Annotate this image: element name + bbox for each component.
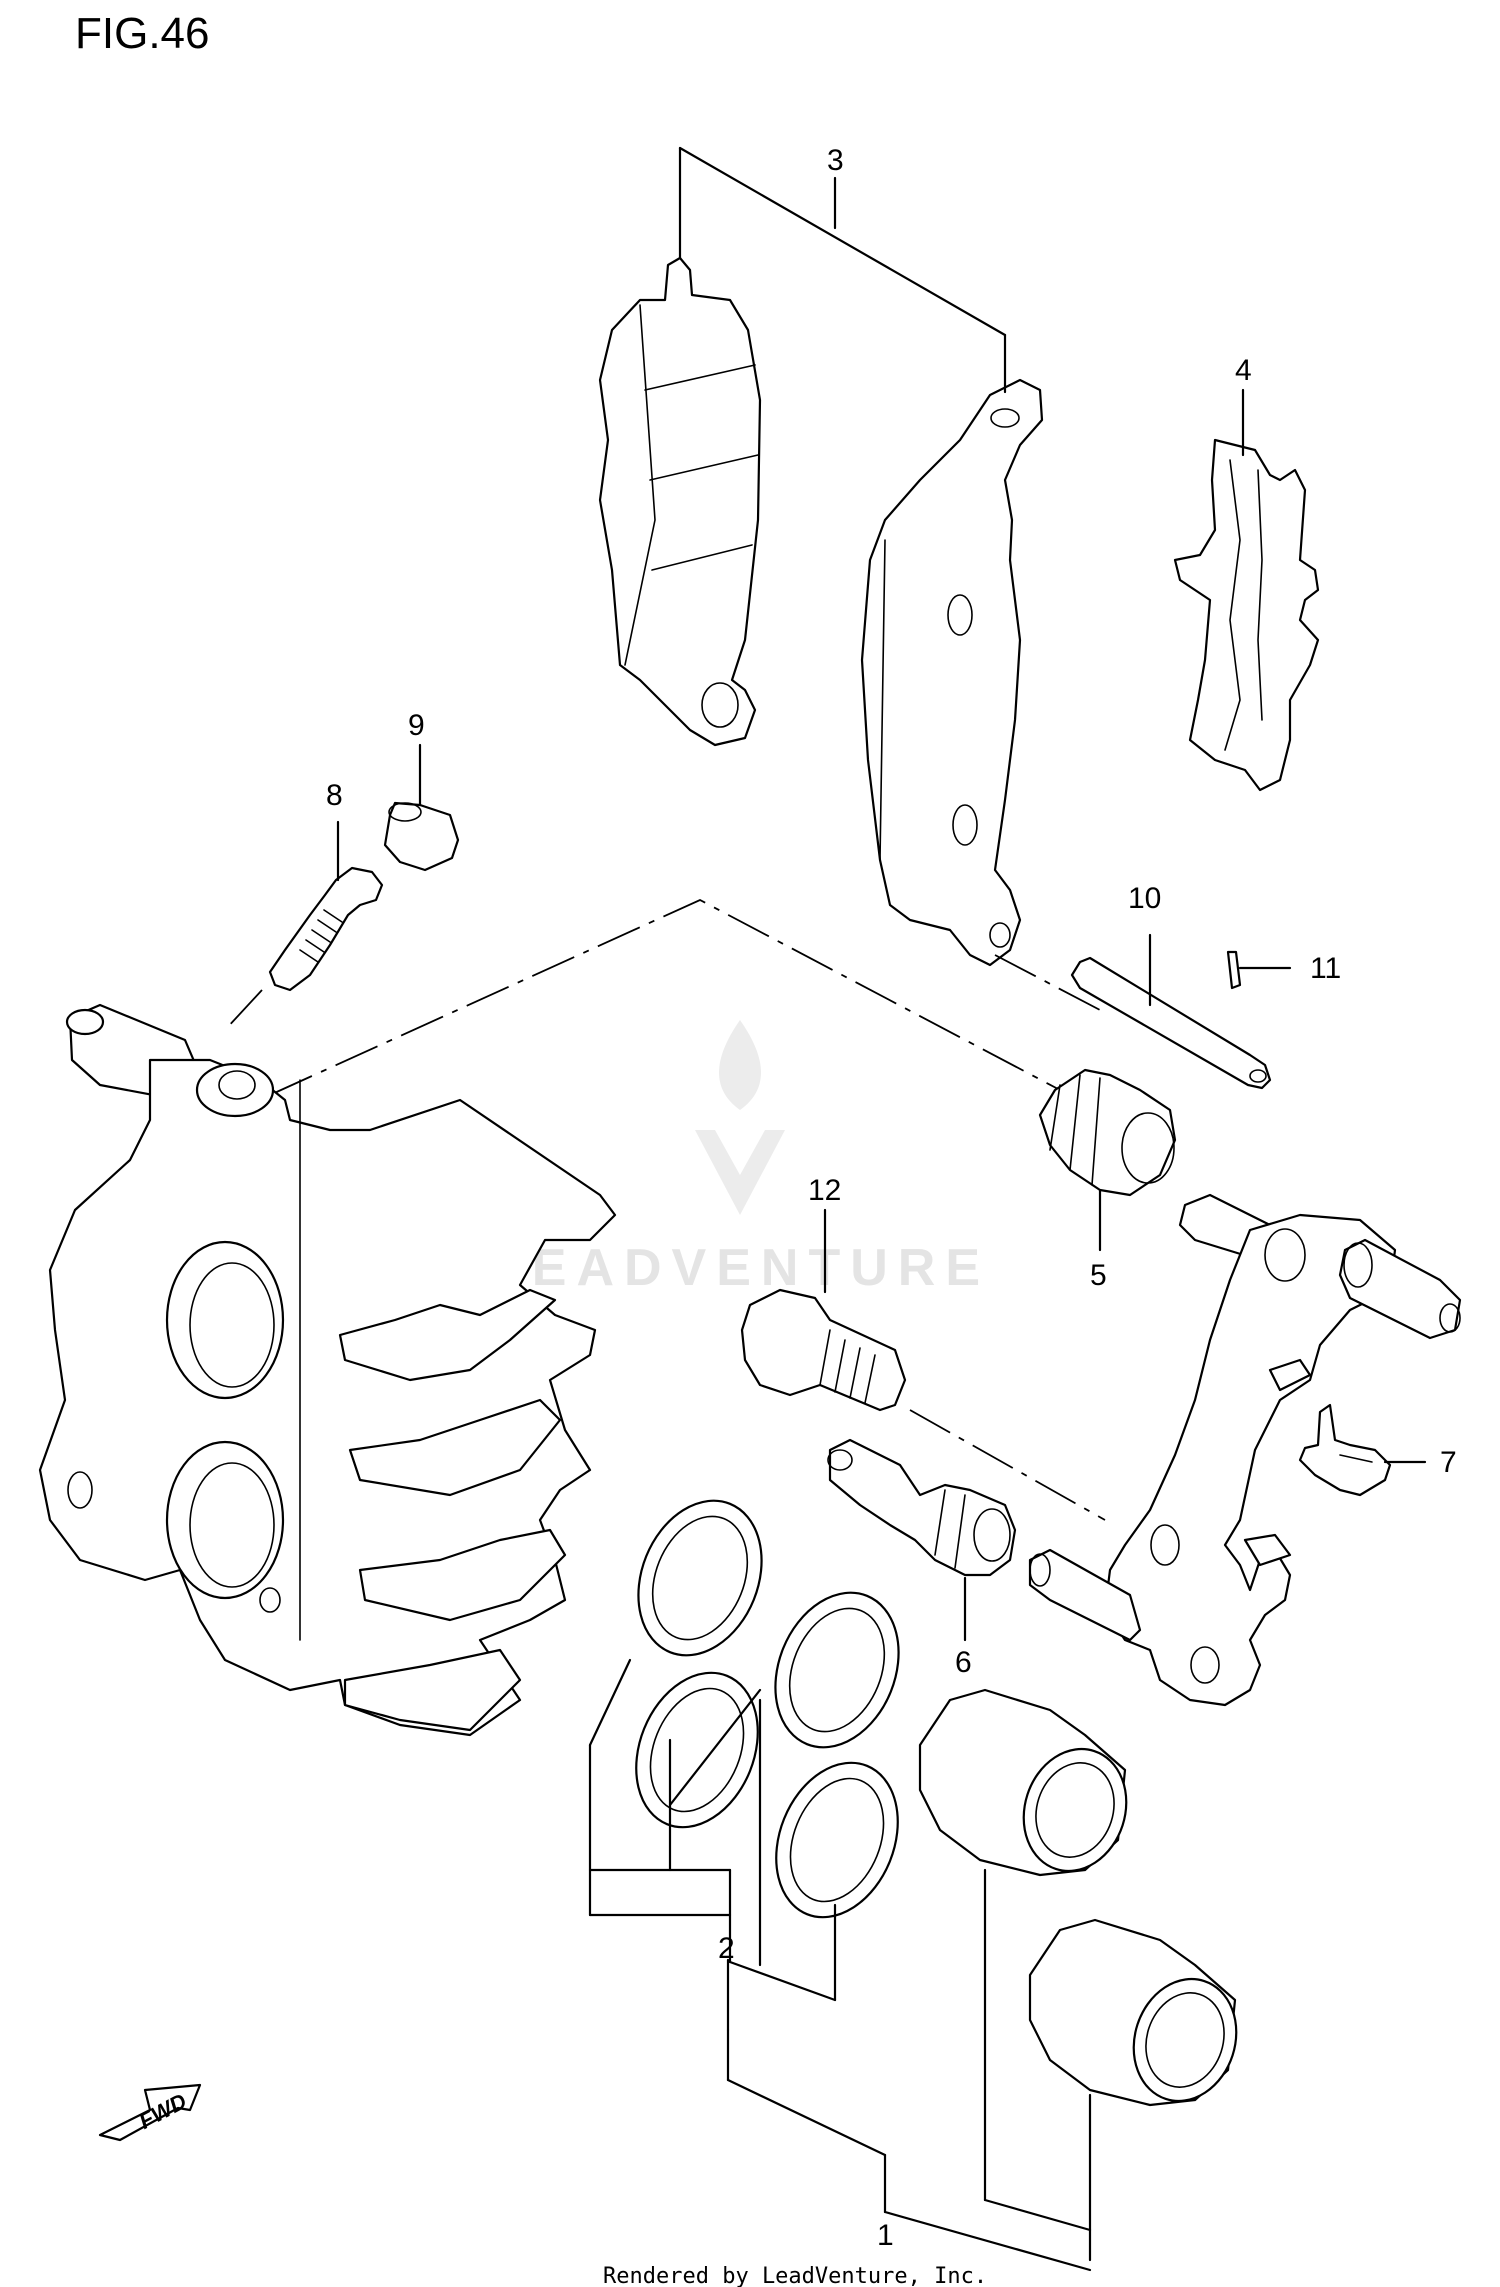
brake-pad-left bbox=[598, 256, 762, 747]
bracket-bolt bbox=[740, 1288, 907, 1412]
fwd-arrow-icon bbox=[98, 2083, 202, 2142]
watermark: LEADVENTURE bbox=[490, 1020, 990, 1297]
leader-lines bbox=[336, 146, 1427, 2272]
align-line-pad bbox=[994, 954, 1101, 1011]
footer-credit: Rendered by LeadVenture, Inc. bbox=[603, 2264, 987, 2287]
callout-2: 2 bbox=[718, 1932, 735, 1965]
pad-retainer bbox=[1298, 1403, 1392, 1497]
piston-lower bbox=[1028, 1918, 1238, 2107]
brake-pad-right bbox=[860, 378, 1044, 967]
fwd-arrow: FWD bbox=[98, 2083, 202, 2142]
slide-pin bbox=[827, 1438, 1017, 1577]
callout-9: 9 bbox=[408, 709, 425, 742]
piston-seal-a bbox=[637, 1499, 763, 1657]
watermark-flame-icon bbox=[719, 1020, 761, 1110]
callout-4: 4 bbox=[1235, 354, 1252, 387]
watermark-text: LEADVENTURE bbox=[490, 1239, 990, 1297]
callout-12: 12 bbox=[808, 1174, 841, 1207]
callout-10: 10 bbox=[1128, 882, 1161, 915]
align-line-pin bbox=[269, 898, 1061, 1096]
callout-7: 7 bbox=[1440, 1446, 1457, 1479]
callout-5: 5 bbox=[1090, 1259, 1107, 1292]
align-line-bleeder bbox=[224, 989, 263, 1031]
align-line-bolt bbox=[909, 1409, 1106, 1521]
caliper-bracket bbox=[1028, 1193, 1462, 1707]
watermark-v-icon bbox=[695, 1130, 785, 1215]
pad-spring bbox=[1173, 438, 1320, 792]
piston-seal-c bbox=[774, 1591, 900, 1749]
figure-title: FIG.46 bbox=[75, 9, 210, 58]
callout-3: 3 bbox=[827, 144, 844, 177]
caliper-body bbox=[38, 1003, 617, 1737]
callout-8: 8 bbox=[326, 779, 343, 812]
pad-pin bbox=[1070, 956, 1272, 1090]
bleeder-screw bbox=[268, 866, 384, 992]
pin-clip bbox=[1226, 950, 1242, 990]
callout-11: 11 bbox=[1310, 952, 1341, 985]
bleeder-cap bbox=[383, 801, 460, 872]
callout-6: 6 bbox=[955, 1646, 972, 1679]
piston-upper bbox=[918, 1688, 1128, 1877]
pin-boot bbox=[1038, 1068, 1177, 1197]
piston-seal-d bbox=[775, 1761, 899, 1919]
piston-seal-b bbox=[635, 1671, 759, 1829]
callout-1: 1 bbox=[877, 2219, 894, 2252]
